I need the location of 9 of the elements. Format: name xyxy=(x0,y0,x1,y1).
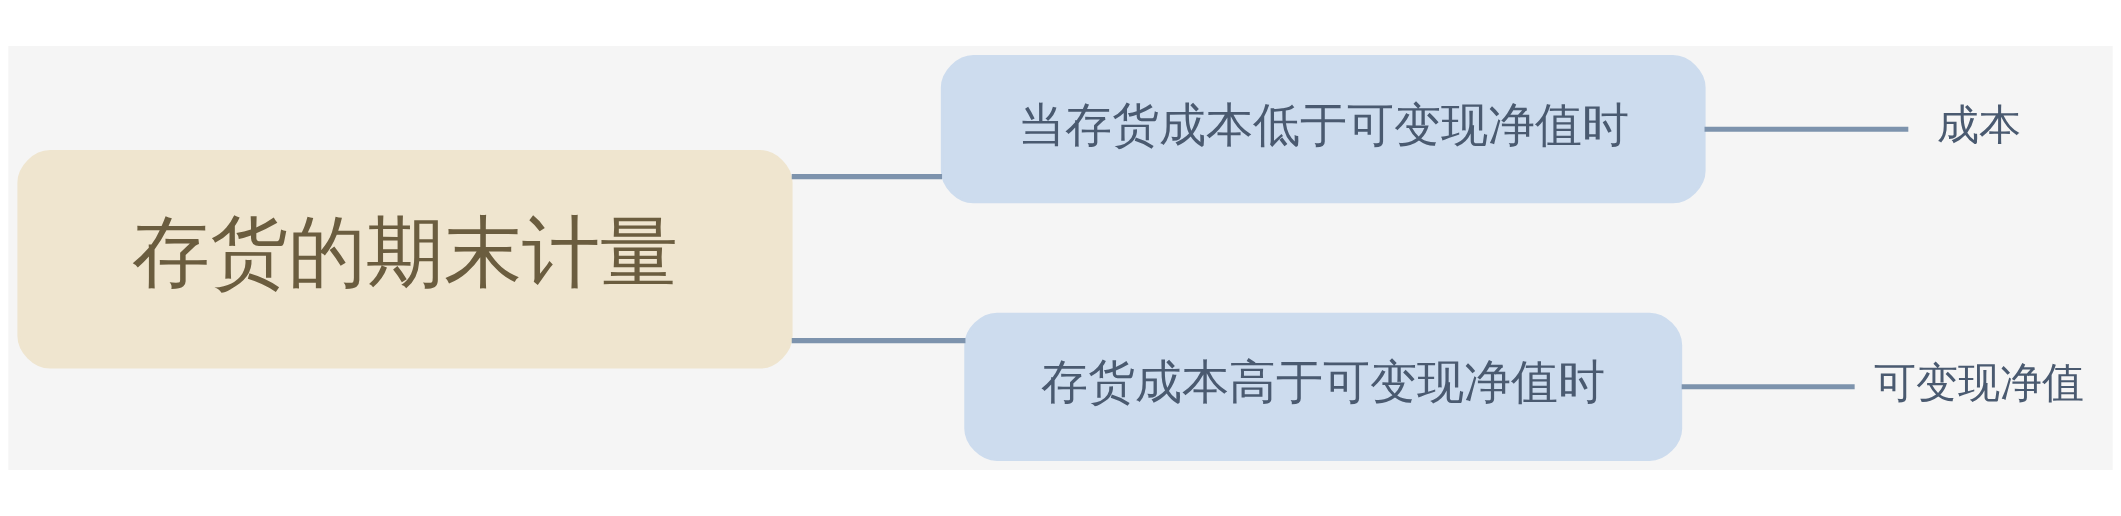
connector xyxy=(1681,384,1855,390)
node-text: 可变现净值 xyxy=(1873,357,2084,407)
node-box: 存货成本高于可变现净值时 xyxy=(964,312,1683,461)
connector xyxy=(791,338,966,344)
node-box: 存货的期末计量 xyxy=(17,150,793,369)
node-text: 成本 xyxy=(1936,100,2021,150)
connector xyxy=(791,174,943,180)
connector xyxy=(1704,126,1909,132)
node-box: 当存货成本低于可变现净值时 xyxy=(940,55,1706,204)
